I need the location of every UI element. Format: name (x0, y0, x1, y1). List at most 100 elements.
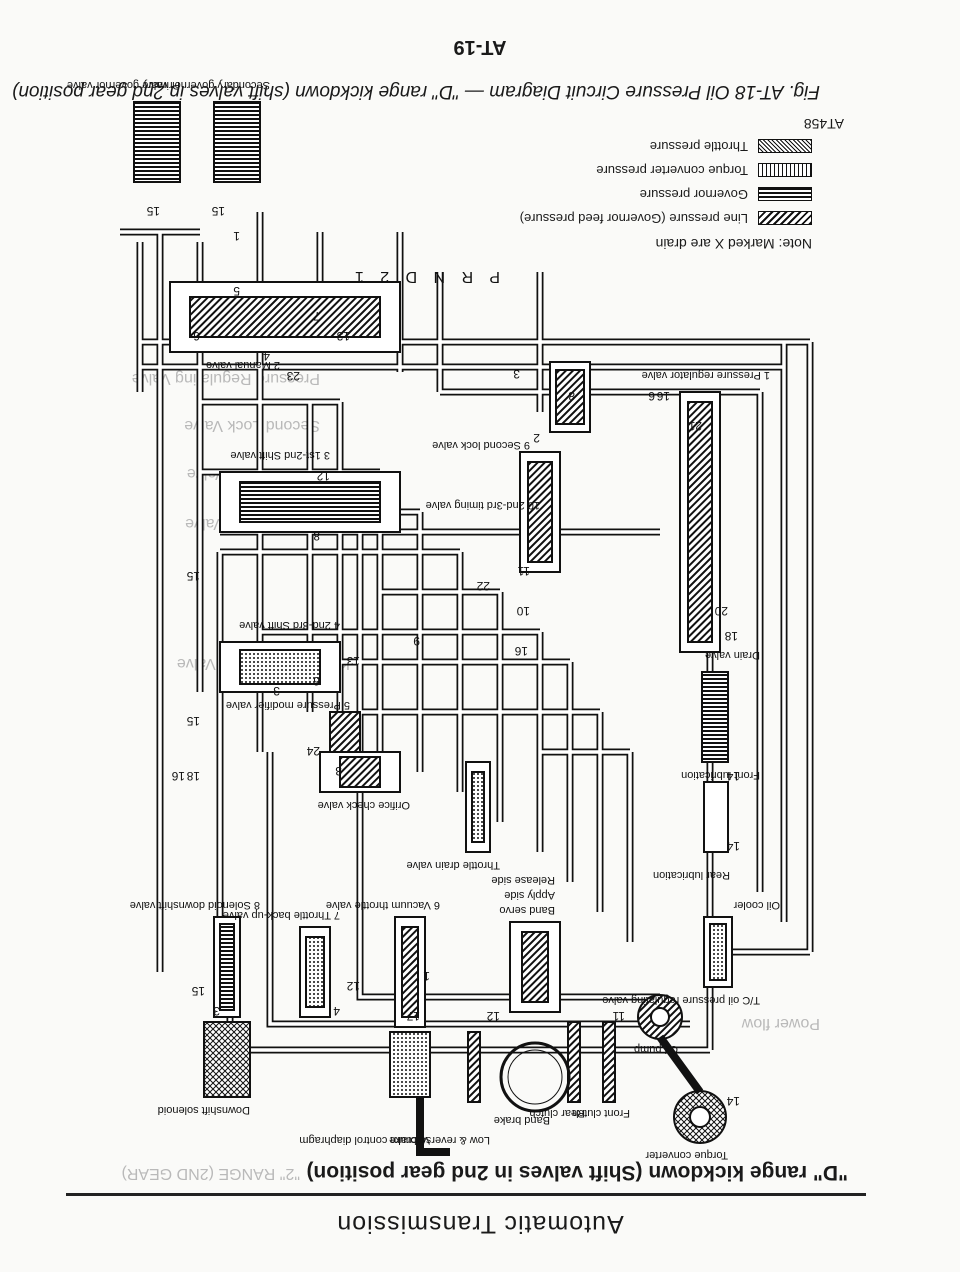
legend-item-torque-converter-pressure: Torque converter pressure (596, 163, 812, 178)
label-primary-governor: Primary governor valve (67, 79, 180, 91)
line-number: 13 (346, 654, 360, 668)
line-number: 23 (286, 369, 300, 383)
line-number: 16 (514, 644, 528, 658)
governor-group (133, 101, 261, 183)
label-throttle-drain: Throttle drain valve (406, 859, 500, 871)
line-number: 9 (413, 634, 420, 648)
front-clutch-icon (602, 1021, 616, 1103)
throttle-backup-group (299, 926, 331, 1018)
label-rear-lubrication: Rear lubrication (653, 869, 730, 881)
legend-swatch (758, 211, 812, 226)
line-number: 18 (724, 629, 738, 643)
line-number: 15 (191, 984, 205, 998)
line-number: 1 (233, 229, 240, 243)
vacuum-diaphragm-icon (389, 1031, 431, 1098)
secondary-governor-icon (213, 101, 261, 183)
label-oil-pump: Oil pump (634, 1043, 678, 1055)
line-number: 3 (213, 1004, 220, 1018)
pressure-modifier-valve-icon (329, 711, 361, 753)
line-number: 15 (186, 714, 200, 728)
label-orifice-check: Orifice check valve (318, 799, 410, 811)
drain-valve-icon (701, 671, 729, 763)
label-front-clutch: Front clutch (573, 1107, 630, 1119)
label-low-reverse-brake: Low & reverse brake (389, 1134, 490, 1146)
line-number: 15 (211, 204, 225, 218)
legend-swatch (758, 187, 812, 202)
line-number: 5 (233, 284, 240, 298)
label-downshift-solenoid: Downshift solenoid (158, 1104, 250, 1116)
line-number: 14 (726, 769, 740, 783)
legend-label: Torque converter pressure (596, 163, 748, 178)
line-number: 13 (336, 329, 350, 343)
line-number: 8 (313, 529, 320, 543)
primary-governor-icon (133, 101, 181, 183)
line-number: 17 (406, 1009, 420, 1023)
label-selector: P R N D 2 1 (349, 268, 500, 285)
legend-swatch (758, 163, 812, 178)
label-secondary-governor: Secondary governor valve (142, 79, 270, 91)
line-number: 15 (186, 569, 200, 583)
line-number: 8 (568, 389, 575, 403)
vacuum-diaphragm-group (389, 916, 450, 1156)
label-vacuum-diaphragm: Vacuum control diaphragm (299, 1134, 430, 1146)
line-number: 14 (726, 839, 740, 853)
line-number: 11 (517, 564, 530, 578)
line-number: 1 (423, 969, 430, 983)
tc-regulating-group (703, 916, 733, 988)
line-number: 4 (333, 1004, 340, 1018)
band-servo-group (509, 921, 561, 1013)
label-drain-valve: Drain valve (705, 649, 760, 661)
figure-code: AT458 (803, 116, 844, 132)
legend-label: Governor pressure (639, 187, 748, 202)
line-number: 20 (714, 604, 728, 618)
label-band-servo: Band servo (499, 904, 555, 916)
line-number: 3 (335, 764, 342, 778)
line-number: 12 (486, 1009, 500, 1023)
line-number: 14 (726, 1094, 740, 1108)
label-second-lock: 9 Second lock valve (432, 439, 530, 451)
line-number: 3 (513, 367, 520, 381)
band-brake-icon (499, 1041, 571, 1113)
label-torque-converter: Torque converter (645, 1149, 728, 1161)
valve-body (169, 281, 729, 853)
line-number: 12 (316, 469, 330, 483)
label-tc-regulating: T/C oil pressure regulating valve (602, 994, 760, 1006)
label-apply-side: Apply side (504, 889, 555, 901)
label-release-side: Release side (491, 874, 555, 886)
component-labels: Torque converter Oil pump Front clutch R… (67, 79, 780, 1161)
legend-item-governor-pressure: Governor pressure (640, 187, 812, 202)
line-number: 16 (171, 769, 185, 783)
label-pressure-regulator: 1 Pressure regulator valve (642, 369, 770, 381)
page-number: AT-19 (453, 36, 507, 58)
clutch-group (467, 1021, 616, 1103)
label-solenoid-downshift: 8 Solenoid downshift valve (130, 899, 260, 911)
legend-item-throttle-pressure: Throttle pressure (650, 139, 812, 154)
downshift-solenoid-group (203, 916, 251, 1098)
legend-label: Throttle pressure (649, 139, 748, 154)
torque-converter-pump-group (637, 994, 727, 1144)
label-timing-23: 10 2nd-3rd timing valve (426, 499, 540, 511)
figure-caption: Fig. AT-18 Oil Pressure Circuit Diagram … (12, 81, 820, 102)
line-number: 7 (313, 309, 320, 323)
line-number: 21 (688, 419, 702, 433)
legend-label: Line pressure (Governor feed pressure) (519, 211, 748, 226)
label-vacuum-throttle: 6 Vacuum throttle valve (326, 899, 440, 911)
line-number: 24 (306, 744, 320, 758)
line-number: 22 (476, 579, 490, 593)
rear-clutch-icon (567, 1021, 581, 1103)
line-number: 2 (533, 431, 540, 445)
label-shift-23: 4 2nd-3rd Shift valve (239, 619, 340, 631)
label-front-lubrication: Front lubrication (681, 769, 760, 781)
legend-item-line-pressure: Line pressure (Governor feed pressure) (520, 211, 812, 226)
downshift-solenoid-icon (203, 1021, 251, 1098)
label-band-brake: Band brake (494, 1114, 550, 1126)
line-number: 12 (346, 979, 360, 993)
line-number: 4 (263, 349, 270, 363)
band-brake-group (499, 1041, 571, 1113)
line-number: 11 (612, 1009, 625, 1023)
line-number: 6 (648, 389, 655, 403)
line-number: 3 (273, 684, 280, 698)
line-number: 15 (146, 204, 160, 218)
